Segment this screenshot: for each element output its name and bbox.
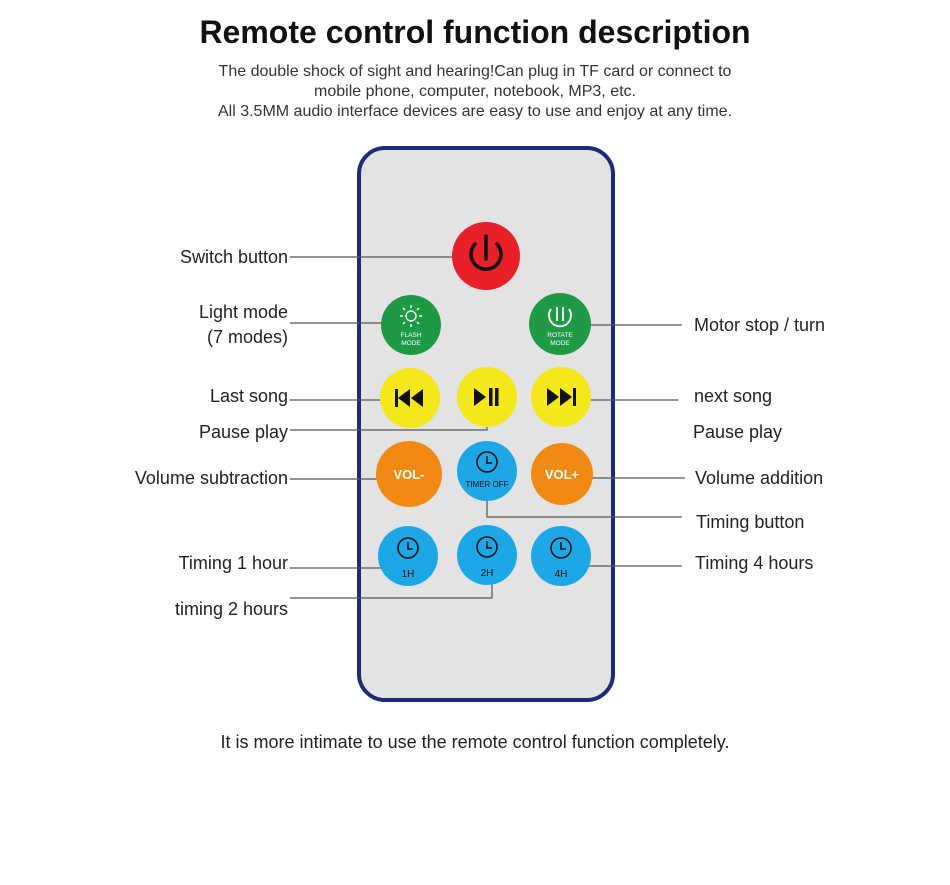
label-motor-stop-turn: Motor stop / turn bbox=[694, 315, 826, 335]
label-timing-1-hour: Timing 1 hour bbox=[178, 553, 288, 573]
clock-icon bbox=[476, 451, 498, 473]
label-light-mode-count: (7 modes) bbox=[206, 327, 288, 347]
next-track-icon bbox=[547, 388, 576, 406]
subtitle-line-1: The double shock of sight and hearing!Ca… bbox=[218, 63, 732, 80]
timer-1h-button[interactable]: 1H bbox=[378, 526, 438, 586]
footer-text: It is more intimate to use the remote co… bbox=[220, 732, 730, 752]
subtitle-line-3: All 3.5MM audio interface devices are ea… bbox=[217, 103, 733, 120]
power-icon bbox=[469, 234, 503, 271]
leader-2h bbox=[290, 580, 493, 599]
timer-2h-button[interactable]: 2H bbox=[457, 525, 517, 585]
vol-plus-label: VOL+ bbox=[545, 467, 580, 482]
power-button[interactable] bbox=[452, 222, 520, 290]
rotate-pause-icon bbox=[548, 307, 572, 328]
flash-label-2: MODE bbox=[401, 340, 421, 347]
timer-off-button[interactable]: TIMER OFF bbox=[457, 441, 517, 501]
vol-minus-label: VOL- bbox=[393, 467, 424, 482]
timer-4h-label: 4H bbox=[555, 569, 568, 580]
volume-up-button[interactable]: VOL+ bbox=[531, 443, 593, 505]
rotate-label-2: MODE bbox=[550, 340, 570, 347]
timer-2h-label: 2H bbox=[481, 568, 494, 579]
label-pause-play-right: Pause play bbox=[693, 422, 783, 442]
volume-down-button[interactable]: VOL- bbox=[376, 441, 442, 507]
leader-lines bbox=[290, 256, 685, 599]
clock-icon bbox=[550, 537, 572, 559]
label-pause-play-left: Pause play bbox=[198, 422, 288, 442]
label-volume-addition: Volume addition bbox=[695, 468, 824, 488]
label-timing-4-hours: Timing 4 hours bbox=[695, 553, 814, 573]
clock-icon bbox=[397, 537, 419, 559]
flash-label-1: FLASH bbox=[401, 332, 422, 339]
rotate-label-1: ROTATE bbox=[547, 332, 573, 339]
rotate-mode-button[interactable]: ROTATE MODE bbox=[529, 293, 591, 355]
timer-4h-button[interactable]: 4H bbox=[531, 526, 591, 586]
timer-off-label: TIMER OFF bbox=[465, 480, 508, 489]
prev-song-button[interactable] bbox=[380, 368, 440, 428]
timer-1h-label: 1H bbox=[402, 569, 415, 580]
label-timing-button: Timing button bbox=[696, 512, 805, 532]
play-pause-icon bbox=[474, 388, 499, 406]
label-last-song: Last song bbox=[209, 386, 288, 406]
prev-track-icon bbox=[395, 389, 423, 407]
label-next-song: next song bbox=[694, 386, 773, 406]
next-song-button[interactable] bbox=[531, 367, 591, 427]
label-light-mode: Light mode bbox=[198, 302, 288, 322]
label-timing-2-hours: timing 2 hours bbox=[174, 599, 288, 619]
flash-mode-button[interactable]: FLASH MODE bbox=[381, 295, 441, 355]
clock-icon bbox=[476, 536, 498, 558]
leader-timing-button bbox=[486, 498, 682, 518]
sun-icon bbox=[400, 305, 422, 327]
label-volume-subtraction: Volume subtraction bbox=[134, 468, 288, 488]
play-pause-button[interactable] bbox=[457, 367, 517, 427]
page-title: Remote control function description bbox=[199, 14, 751, 50]
subtitle-line-2: mobile phone, computer, notebook, MP3, e… bbox=[314, 83, 636, 100]
label-switch-button: Switch button bbox=[179, 247, 288, 267]
leader-pause-play bbox=[290, 422, 488, 431]
